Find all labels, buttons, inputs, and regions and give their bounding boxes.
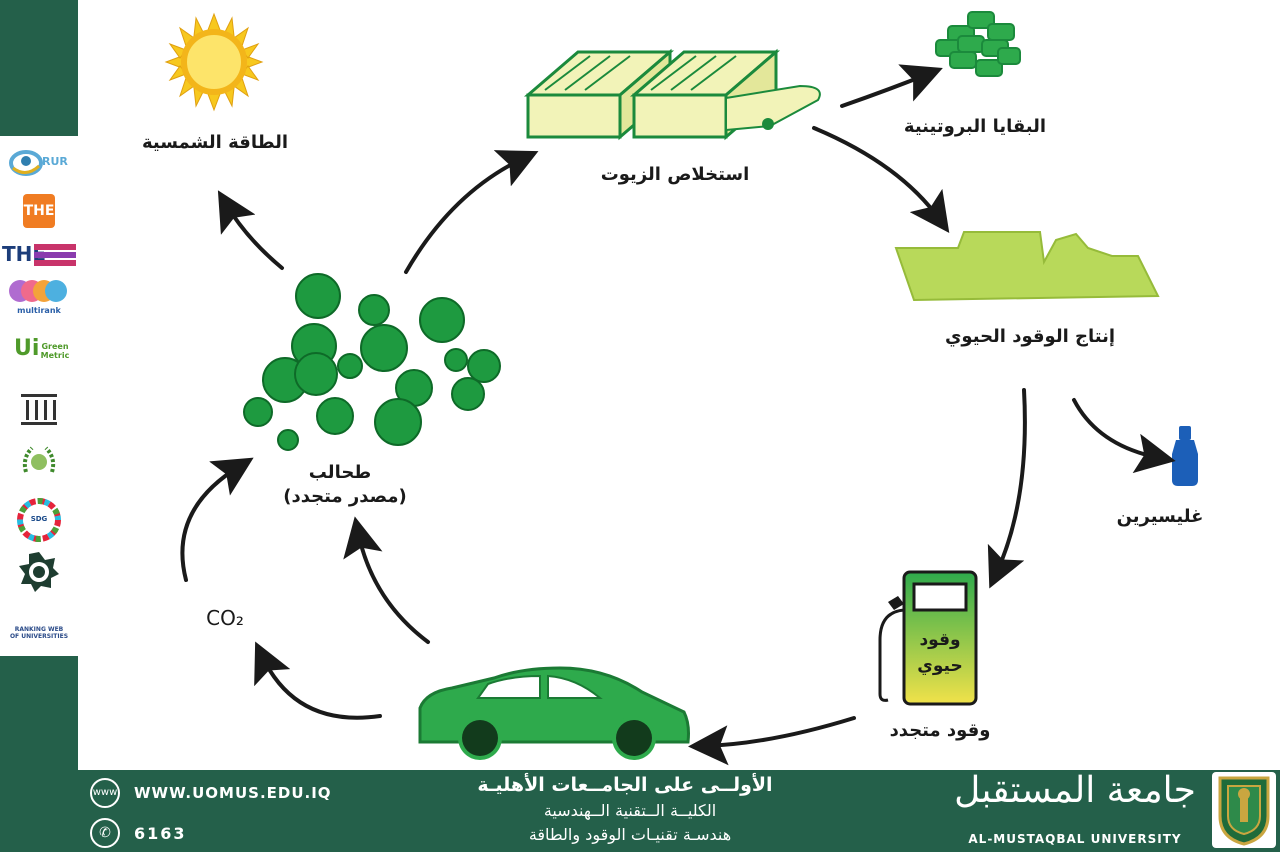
renewable-fuel-label: وقود متجدد [889,720,991,741]
pump-label-line2: حيوي [917,656,963,676]
engineers-union-icon [8,550,70,600]
footer-slogan: الأولــى على الجامــعات الأهليـة [477,774,773,796]
sun-icon [164,12,264,112]
arrow-extraction-to-protein [840,64,943,108]
the-impact-logo-icon: THE [2,240,76,270]
algae-label: طحالب [308,462,372,483]
website-link[interactable]: WWW.UOMUS.EDU.IQ [134,784,332,802]
fuel-pump-icon [878,570,978,706]
protein-residues-label: البقايا البروتينية [903,116,1047,137]
sdg-wheel-icon: SDG [8,498,70,542]
biofuel-production-label: إنتاج الوقود الحيوي [944,326,1116,347]
university-name-english: AL-MUSTAQBAL UNIVERSITY [968,832,1182,846]
car-icon [418,666,690,760]
oil-extraction-tanks-icon [523,48,821,141]
rur-logo-icon: RUR [8,146,70,180]
arrow-car-to-algae [343,516,430,644]
arrow-algae-to-sun [217,190,284,270]
arrow-algae-to-extraction [404,150,539,274]
university-seal-icon [1212,772,1276,848]
arrow-biofuel-to-glycerin [1072,398,1176,474]
university-name-arabic: جامعة المستقبل [954,770,1196,811]
co2-label: CO₂ [206,606,244,630]
biofuel-production-plant-icon [894,231,1160,302]
footer-bar: www WWW.UOMUS.EDU.IQ ✆ 6163 الأولــى على… [0,770,1280,852]
arrow-pump-to-car [688,716,856,766]
wreath-logo-icon [8,442,70,484]
greenmetric-logo-icon: Ui Green Metric [14,336,70,361]
arrow-biofuel-to-pump [987,388,1027,589]
protein-residue-blocks-icon [935,11,1021,77]
pump-label-line1: وقود [919,630,961,650]
rankings-panel: RUR THE THE multirank Ui Green Metric [0,136,78,656]
www-globe-icon: www [90,778,120,808]
the-logo-icon: THE [8,194,70,228]
glycerin-label: غليسيرين [1116,506,1204,527]
columns-logo-icon [8,392,70,426]
multirank-logo-icon: multirank [8,278,70,318]
algae-sublabel: (مصدر متجدد) [283,486,407,507]
oil-extraction-label: استخلاص الزيوت [600,164,750,185]
footer-college: الكليــة الــتقنية الــهندسية [543,801,717,820]
cycle-arrows [180,64,1176,766]
phone-number: 6163 [134,824,187,843]
solar-energy-label: الطاقة الشمسية [141,132,289,153]
phone-icon: ✆ [90,818,120,848]
arrow-car-to-co2 [254,641,382,720]
footer-department: هندسـة تقنيـات الوقود والطاقة [528,825,732,844]
arrow-extraction-to-biofuel [812,126,950,234]
glycerin-bottle-icon [1172,426,1198,486]
bioenergy-cycle-diagram [164,11,1198,766]
algae-cells-icon [243,273,501,451]
arrow-co2-to-algae [180,457,254,582]
